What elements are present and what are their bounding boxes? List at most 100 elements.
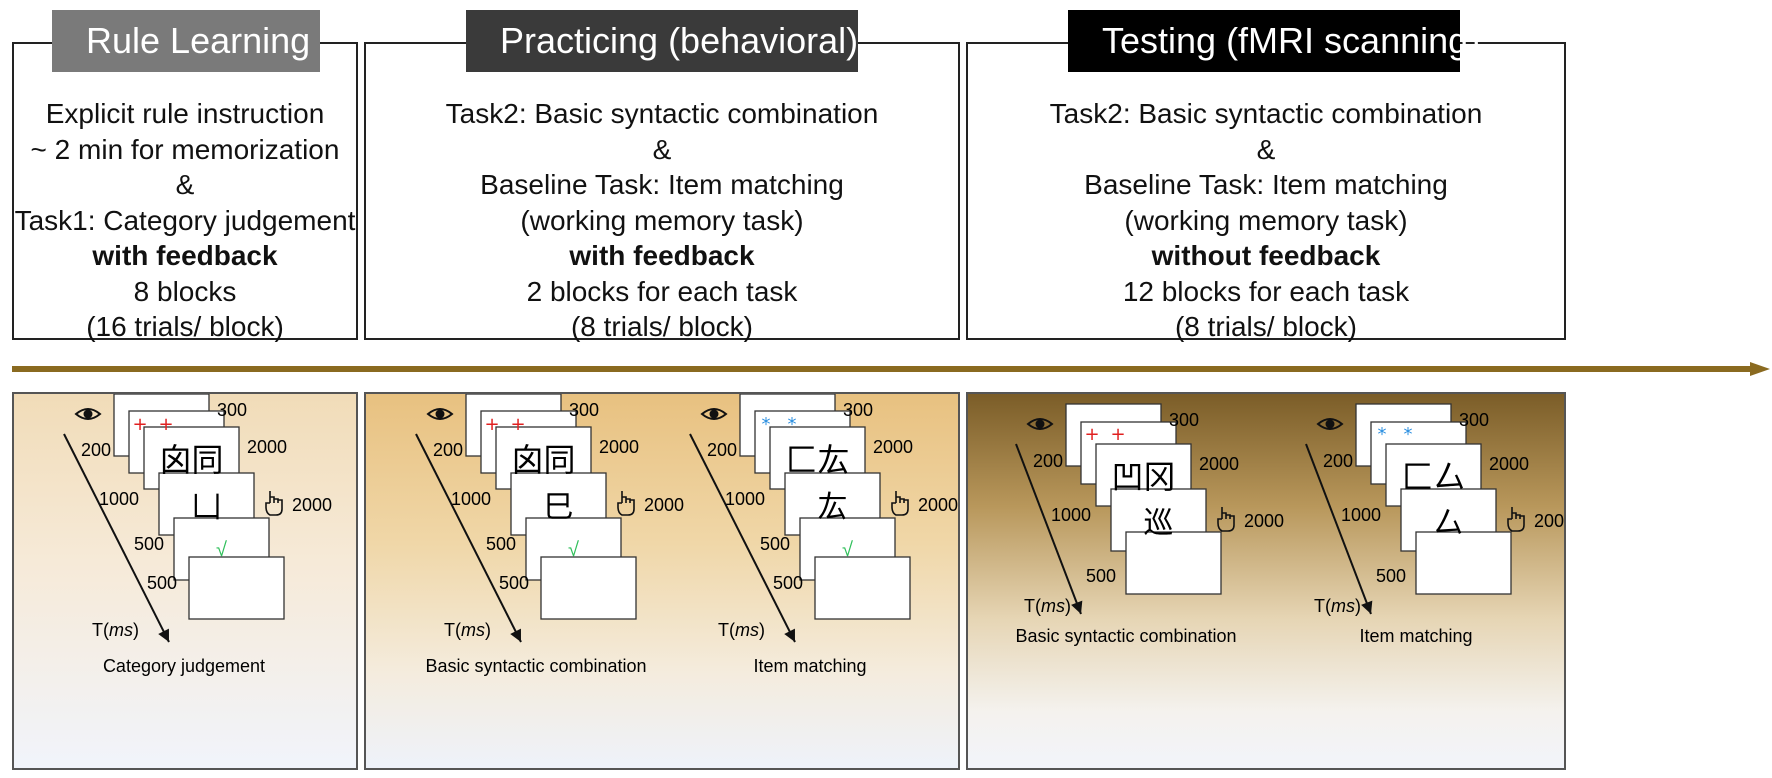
phase-line: Baseline Task: Item matching xyxy=(480,169,844,200)
fixation-mark: * xyxy=(762,414,771,435)
hand-outline xyxy=(617,491,635,516)
phase-line: & xyxy=(175,169,195,200)
eye-outline xyxy=(1316,418,1344,430)
time-axis-label: T(ms) xyxy=(718,620,765,640)
hand-outline xyxy=(1507,507,1525,532)
phase-line: Task1: Category judgement xyxy=(14,204,356,236)
duration-label: 300 xyxy=(1459,410,1489,430)
screen-frame xyxy=(1415,531,1512,595)
time-axis-line xyxy=(1305,443,1372,615)
duration-label: 500 xyxy=(1086,566,1116,586)
trial-task-label: Basic syntactic combination xyxy=(425,656,646,676)
eye-icon xyxy=(700,408,728,420)
hand-outline xyxy=(891,491,909,516)
duration-label: 2000 xyxy=(1244,511,1284,531)
phase-line: (8 trials/ block) xyxy=(1174,311,1358,342)
duration-label: 300 xyxy=(569,400,599,420)
stimulus-characters: 囟同 xyxy=(159,441,223,479)
phase-title-testing: Testing (fMRI scanning) xyxy=(1068,10,1480,72)
phase-line: 2 blocks for each task xyxy=(526,275,798,307)
hand-pointer-icon xyxy=(891,491,909,516)
time-axis-line xyxy=(1015,443,1082,615)
duration-label: 300 xyxy=(1169,410,1199,430)
duration-label: 500 xyxy=(1376,566,1406,586)
probe-character: 厷 xyxy=(818,490,848,525)
duration-label: 1000 xyxy=(99,489,139,509)
fixation-mark: + xyxy=(484,414,499,435)
duration-label: 500 xyxy=(760,534,790,554)
phase-lines: Task2: Basic syntactic combination & Basel… xyxy=(968,96,1564,345)
duration-label: 1000 xyxy=(1341,505,1381,525)
stimulus-characters: 匚厶 xyxy=(1401,458,1465,496)
phase-line: Task2: Basic syntactic combination xyxy=(1049,98,1483,129)
hand-pointer-icon xyxy=(265,491,283,516)
phase-emphasis-line: without feedback xyxy=(1151,240,1381,271)
phase-lines: Task2: Basic syntactic combination&Basel… xyxy=(366,96,958,345)
duration-label: 1000 xyxy=(451,489,491,509)
feedback-check: √ xyxy=(842,539,853,561)
trial-task-label: Item matching xyxy=(1359,626,1472,646)
phase-box-practicing: Task2: Basic syntactic combination&Basel… xyxy=(364,42,960,342)
duration-label: 2000 xyxy=(644,495,684,515)
duration-label: 2000 xyxy=(247,437,287,457)
hand-outline xyxy=(1217,507,1235,532)
eye-pupil xyxy=(83,409,93,419)
duration-label: 2000 xyxy=(292,495,332,515)
time-axis-label: T(ms) xyxy=(444,620,491,640)
duration-label: 1000 xyxy=(725,489,765,509)
fixation-mark: + xyxy=(1110,424,1125,445)
hand-pointer-icon xyxy=(1507,507,1525,532)
phase-line: & xyxy=(1256,133,1276,165)
time-axis-arrowhead xyxy=(1071,600,1083,614)
duration-label: 500 xyxy=(486,534,516,554)
phase-line: (16 trials/ block) xyxy=(86,311,284,342)
time-axis-label: T(ms) xyxy=(1314,596,1361,616)
fixation-mark: + xyxy=(132,414,147,435)
eye-icon xyxy=(1316,418,1344,430)
eye-outline xyxy=(426,408,454,420)
duration-label: 500 xyxy=(773,573,803,593)
phase-line: Task2: Basic syntactic combination xyxy=(445,98,879,129)
screen-frame xyxy=(188,556,285,620)
eye-outline xyxy=(700,408,728,420)
eye-icon xyxy=(426,408,454,420)
fixation-mark: * xyxy=(1378,424,1387,445)
phase-line: 8 blocks xyxy=(133,275,237,307)
phase-title-practicing: Practicing (behavioral) xyxy=(466,10,858,72)
duration-label: 200 xyxy=(1323,451,1353,471)
fixation-mark: + xyxy=(158,414,173,435)
hand-pointer-icon xyxy=(1217,507,1235,532)
phase-line: (working memory task) xyxy=(520,204,804,236)
duration-label: 200 xyxy=(707,440,737,460)
time-axis-arrowhead xyxy=(510,628,521,642)
eye-outline xyxy=(1026,418,1054,430)
stimulus-characters: 囟同 xyxy=(511,441,575,479)
trial-task-label: Item matching xyxy=(753,656,866,676)
phase-line: Baseline Task: Item matching xyxy=(1084,169,1448,200)
duration-label: 500 xyxy=(499,573,529,593)
phase-line: ~ 2 min for memorization xyxy=(30,133,340,165)
screen-frame xyxy=(1125,531,1222,595)
duration-label: 300 xyxy=(843,400,873,420)
time-axis-label: T(ms) xyxy=(92,620,139,640)
eye-icon xyxy=(1026,418,1054,430)
duration-label: 2000 xyxy=(1534,511,1566,531)
probe-character: 巡 xyxy=(1144,506,1174,541)
fixation-mark: * xyxy=(1404,424,1413,445)
hand-outline xyxy=(265,491,283,516)
probe-character: 凵 xyxy=(192,490,222,525)
phase-title-rule-learning: Rule Learning xyxy=(52,10,320,72)
probe-character: 厶 xyxy=(1434,506,1464,541)
duration-label: 2000 xyxy=(1489,454,1529,474)
duration-label: 2000 xyxy=(599,437,639,457)
time-axis-arrowhead xyxy=(784,628,795,642)
